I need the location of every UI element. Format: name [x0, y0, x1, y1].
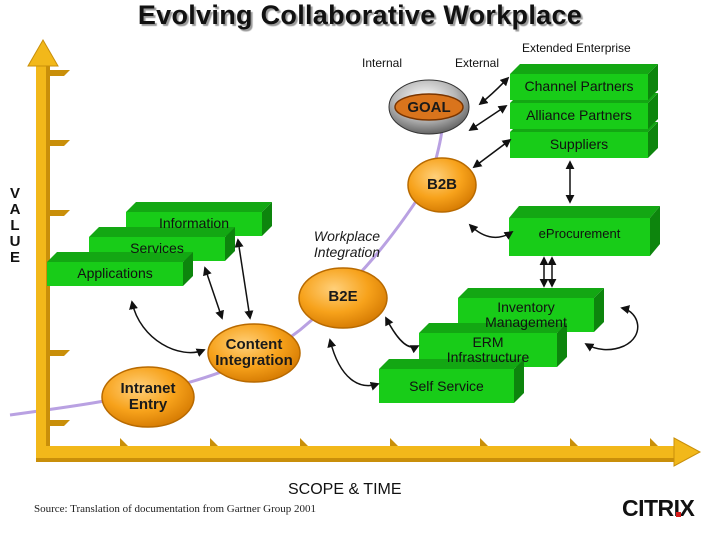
workplace-integration-line2: Integration — [313, 244, 381, 260]
box-alliance-partners — [510, 93, 658, 129]
source-note: Source: Translation of documentation fro… — [34, 503, 316, 515]
box-alliance-partners-label: Alliance Partners — [526, 107, 632, 123]
page-title: Evolving Collaborative Workplace — [137, 0, 583, 30]
arrow-goal-channel — [478, 76, 510, 106]
arrow-information-content — [234, 238, 254, 320]
box-applications — [47, 252, 193, 286]
arrow-services-content — [203, 266, 224, 320]
content-line2: Integration — [215, 352, 293, 369]
citrix-logo: CITRIX — [622, 495, 695, 521]
arrow-b2e-selfservice — [327, 338, 380, 391]
arrow-b2b-eprocurement — [468, 223, 514, 240]
label-external: External — [455, 56, 500, 70]
scope-axis — [36, 437, 702, 467]
value-letter-e: E — [9, 249, 20, 266]
box-eprocurement-label: eProcurement — [538, 226, 621, 241]
box-information-label: Information — [158, 215, 230, 231]
circle-intranet-entry-label: Intranet Entry — [102, 381, 194, 413]
arrow-goal-alliance — [468, 105, 508, 131]
circle-content-integration — [207, 323, 301, 383]
workplace-integration-label: Workplace Integration — [306, 228, 388, 260]
box-self-service-label: Self Service — [409, 378, 484, 394]
arrow-inventory-curve — [584, 305, 639, 352]
value-axis — [27, 38, 70, 456]
circle-b2e-label: B2E — [328, 288, 358, 305]
content-line1: Content — [225, 336, 283, 353]
value-letter-u: U — [9, 233, 21, 250]
intranet-line2: Entry — [128, 396, 168, 413]
circle-intranet-entry — [101, 366, 195, 428]
value-letter-v: V — [9, 185, 20, 202]
value-axis-label: V A L U E — [7, 186, 23, 266]
goal-badge — [388, 79, 470, 135]
workplace-integration-line1: Workplace — [313, 228, 381, 244]
arrow-b2e-erm — [385, 316, 420, 354]
arrow-applications-intranet — [129, 300, 206, 357]
circle-b2e — [298, 267, 388, 329]
box-self-service — [379, 359, 524, 403]
circle-content-integration-label: Content Integration — [208, 337, 300, 369]
goal-text: GOAL — [407, 99, 451, 116]
box-suppliers-label: Suppliers — [549, 136, 609, 152]
box-inventory-management-label: Inventory Management — [458, 300, 594, 330]
circle-b2b-label: B2B — [426, 176, 457, 193]
erm-line1: ERM — [472, 334, 504, 350]
citrix-logo-dot — [676, 512, 681, 517]
inventory-line1: Inventory — [497, 299, 555, 315]
box-channel-partners-label: Channel Partners — [524, 78, 634, 94]
box-services-label: Services — [130, 240, 184, 256]
box-channel-partners — [510, 64, 658, 100]
scope-time-label: SCOPE & TIME — [288, 481, 402, 498]
arrow-b2b-alliance — [472, 138, 512, 169]
circle-b2b — [407, 157, 477, 213]
inventory-line2: Management — [485, 314, 567, 330]
label-extended-enterprise: Extended Enterprise — [522, 41, 631, 55]
label-internal: Internal — [362, 56, 403, 70]
box-eprocurement — [509, 206, 660, 256]
erm-line2: Infrastructure — [446, 349, 530, 365]
box-applications-label: Applications — [77, 265, 153, 281]
box-erm-infrastructure-label: ERM Infrastructure — [419, 335, 557, 365]
intranet-line1: Intranet — [120, 380, 176, 397]
value-letter-l: L — [10, 217, 20, 234]
value-letter-a: A — [9, 201, 21, 218]
